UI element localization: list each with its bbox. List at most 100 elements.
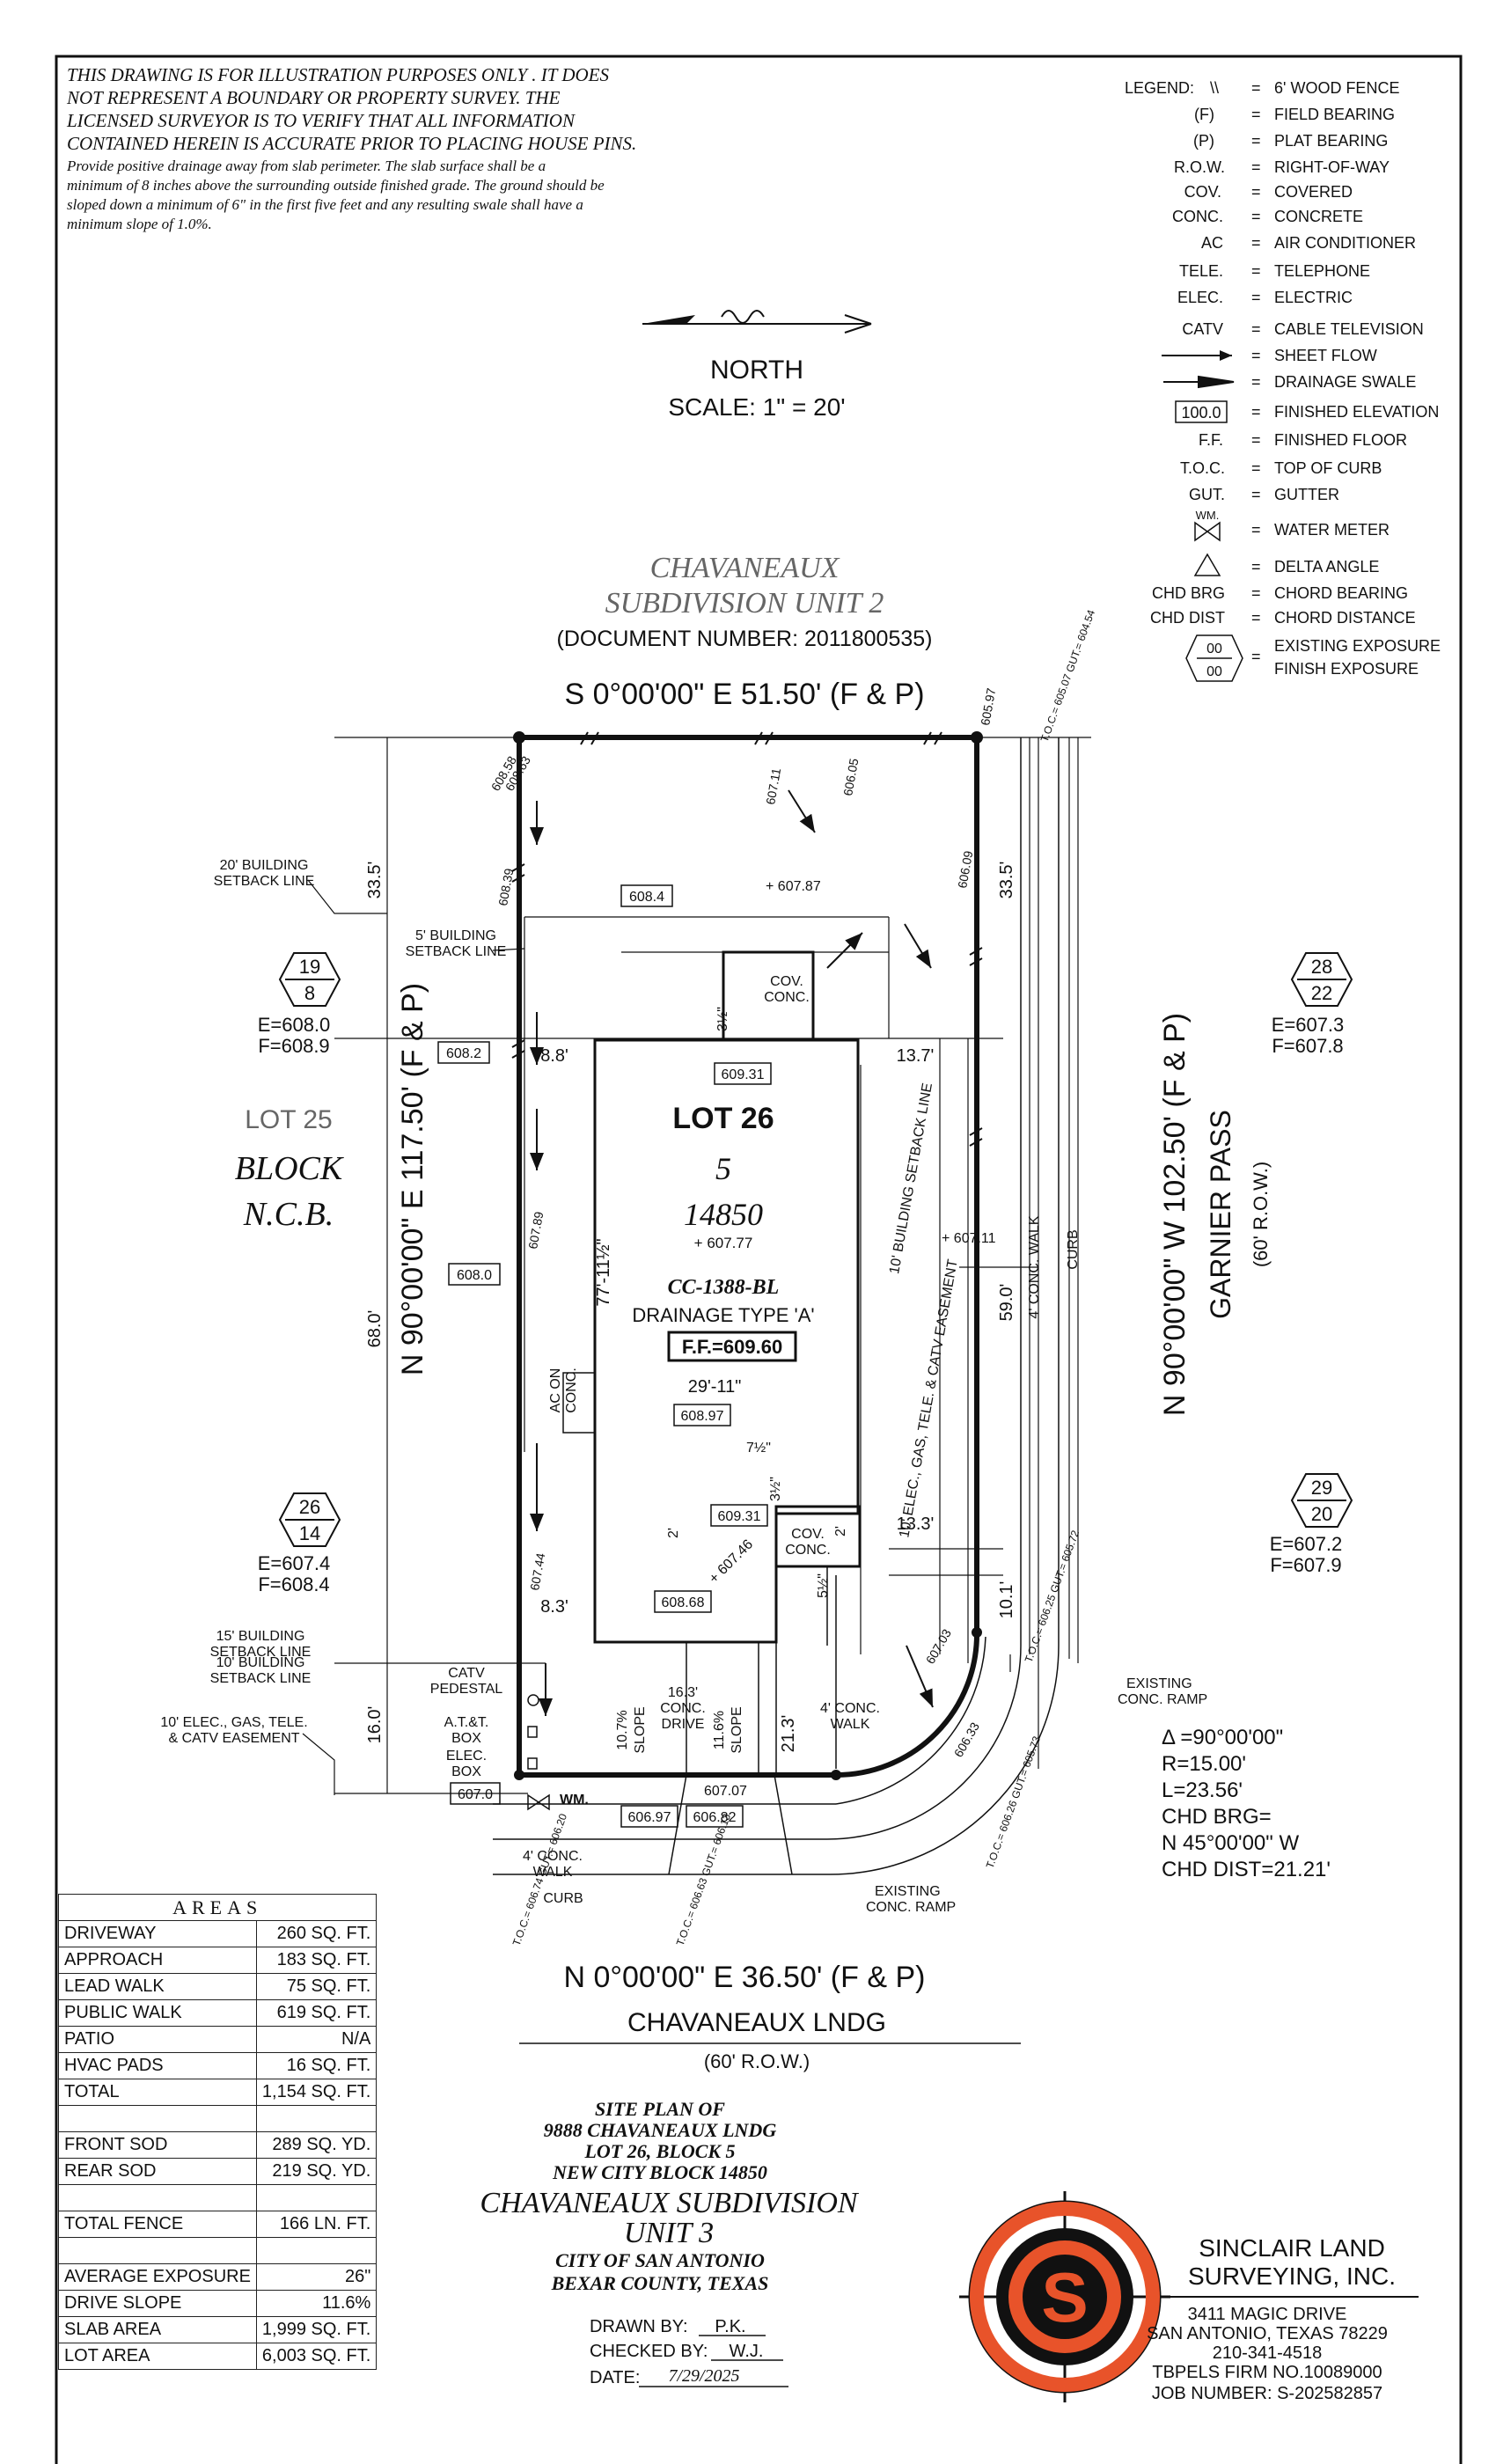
svg-text:+ 607.11: + 607.11 [942,1231,996,1246]
svg-text:607.44: 607.44 [527,1551,547,1591]
svg-text:26: 26 [299,1496,320,1518]
svg-text:=: = [1251,373,1261,391]
svg-text:CONC. RAMP: CONC. RAMP [866,1900,956,1915]
svg-text:606.82: 606.82 [693,1810,737,1825]
areas-row-label: FRONT SOD [58,2131,257,2159]
ramp-label-east: EXISTING [1126,1676,1192,1691]
areas-row-label: DRIVEWAY [58,1920,257,1947]
svg-text:FINISHED FLOOR: FINISHED FLOOR [1274,431,1407,449]
bsl-10-vertical: 10' BUILDING SETBACK LINE [887,1082,935,1275]
svg-text:=: = [1251,208,1261,225]
svg-text:68.0': 68.0' [365,1310,385,1348]
drainage-swale-arrow-icon [1163,375,1235,389]
curb-lines [493,737,1060,1875]
catv-pedestal-icon [527,1694,539,1706]
areas-row-label: PUBLIC WALK [58,1999,257,2027]
drainage-note-1: Provide positive drainage away from slab… [66,158,546,174]
svg-text:9888 CHAVANEAUX LNDG: 9888 CHAVANEAUX LNDG [544,2119,777,2141]
legend-item-exposure: 00 00 = EXISTING EXPOSURE FINISH EXPOSUR… [1185,634,1441,682]
exposure-se: 29 20 E=607.2 F=607.9 [1270,1473,1353,1576]
legend-item-catv: CATV=CABLE TELEVISION [1182,320,1423,338]
svg-text:LOT 26, BLOCK 5: LOT 26, BLOCK 5 [583,2140,735,2162]
drainage-arrows [530,789,934,1716]
disclaimer-line-4: CONTAINED HEREIN IS ACCURATE PRIOR TO PL… [67,133,636,154]
exposure-ne: 28 22 E=607.3 F=607.8 [1272,952,1353,1057]
elec-box-icon [527,1757,538,1770]
drive-width: 16.3' [668,1685,698,1700]
boundary-corner-pins [513,731,983,1780]
svg-text:2': 2' [666,1528,681,1538]
areas-row-value: 26" [255,2263,378,2291]
svg-text:=: = [1251,584,1261,602]
svg-text:609.31: 609.31 [718,1509,761,1524]
sheet-border [55,55,1463,2464]
areas-title: AREAS [57,1894,378,1921]
svg-text:SITE PLAN OF: SITE PLAN OF [595,2098,725,2120]
svg-text:CHORD BEARING: CHORD BEARING [1274,584,1408,602]
svg-text:5½": 5½" [816,1573,831,1598]
svg-text:EXISTING EXPOSURE: EXISTING EXPOSURE [1274,637,1441,655]
svg-text:FINISH EXPOSURE: FINISH EXPOSURE [1274,660,1419,678]
svg-text:22: 22 [1311,982,1332,1004]
drainage-type: DRAINAGE TYPE 'A' [632,1304,814,1326]
lead-walk-label: 4' CONC. [820,1701,880,1716]
conc-walk-vertical: 4' CONC. WALK [1027,1215,1042,1318]
svg-text:=: = [1251,431,1261,449]
lot-number: LOT 26 [672,1102,774,1135]
svg-text:13.3': 13.3' [897,1514,935,1534]
svg-text:TELEPHONE: TELEPHONE [1274,262,1370,280]
svg-text:E=607.3: E=607.3 [1272,1014,1345,1036]
svg-text:CONC. RAMP: CONC. RAMP [1118,1692,1207,1707]
svg-text:AIR CONDITIONER: AIR CONDITIONER [1274,234,1416,252]
chavaneaux-row: (60' R.O.W.) [704,2050,810,2072]
lot-boundary [517,735,980,1778]
svg-text:77'-11½": 77'-11½" [594,1238,613,1306]
block-label: BLOCK [235,1150,344,1187]
subdivision-name: CHAVANEAUX [650,552,840,584]
areas-row-label: DRIVE SLOPE [58,2290,257,2317]
svg-text:T.O.C.= 605.07 GUT.= 604.54: T.O.C.= 605.07 GUT.= 604.54 [1038,608,1098,744]
svg-text:CHECKED BY:: CHECKED BY: [590,2342,708,2361]
areas-row-label [58,2237,257,2264]
svg-text:JOB NUMBER: S-202582857: JOB NUMBER: S-202582857 [1152,2384,1382,2403]
svg-text:CHD DIST=21.21': CHD DIST=21.21' [1162,1858,1331,1881]
lot-block: 5 [715,1151,731,1186]
areas-row-label: APPROACH [58,1947,257,1974]
svg-text:=: = [1251,158,1261,176]
south-boundary-bearing: N 0°00'00" E 36.50' (F & P) [564,1961,926,1994]
lot-elevation: + 607.77 [694,1235,753,1251]
subdivision-document-number: (DOCUMENT NUMBER: 2011800535) [557,627,933,651]
svg-text:+ 607.46: + 607.46 [707,1536,756,1586]
svg-text:10.1': 10.1' [997,1581,1016,1619]
areas-row-label: AVERAGE EXPOSURE [58,2263,257,2291]
svg-text:GUT.: GUT. [1189,486,1225,503]
finished-floor-box [667,1331,797,1362]
svg-text:33.5': 33.5' [365,862,385,899]
ramp-label-south: EXISTING [875,1884,941,1899]
areas-row-value: 289 SQ. YD. [255,2131,378,2159]
areas-row [58,2237,378,2264]
areas-row-value: 183 SQ. FT. [255,1947,378,1974]
svg-text:=: = [1251,106,1261,123]
cov-conc-rear-label: COV. [770,974,803,989]
svg-text:DRAWN BY:: DRAWN BY: [590,2317,688,2336]
svg-text:29'-11": 29'-11" [688,1377,742,1397]
svg-text:L=23.56': L=23.56' [1162,1778,1243,1802]
areas-row-label: TOTAL [58,2079,257,2106]
fence-marks [511,731,983,1147]
areas-row-value: 75 SQ. FT. [255,1973,378,2000]
legend-item-plat-bearing: (P)=PLAT BEARING [1193,132,1388,150]
north-arrow-head-icon [642,315,695,324]
covered-porch-front [774,1505,862,1568]
water-meter-icon [527,1793,550,1811]
legend-item-drainage-swale: =DRAINAGE SWALE [1163,373,1416,391]
svg-text:SAN ANTONIO, TEXAS 78229: SAN ANTONIO, TEXAS 78229 [1147,2324,1388,2343]
areas-row-value: 1,999 SQ. FT. [255,2316,378,2343]
svg-text:F=608.4: F=608.4 [258,1573,329,1595]
